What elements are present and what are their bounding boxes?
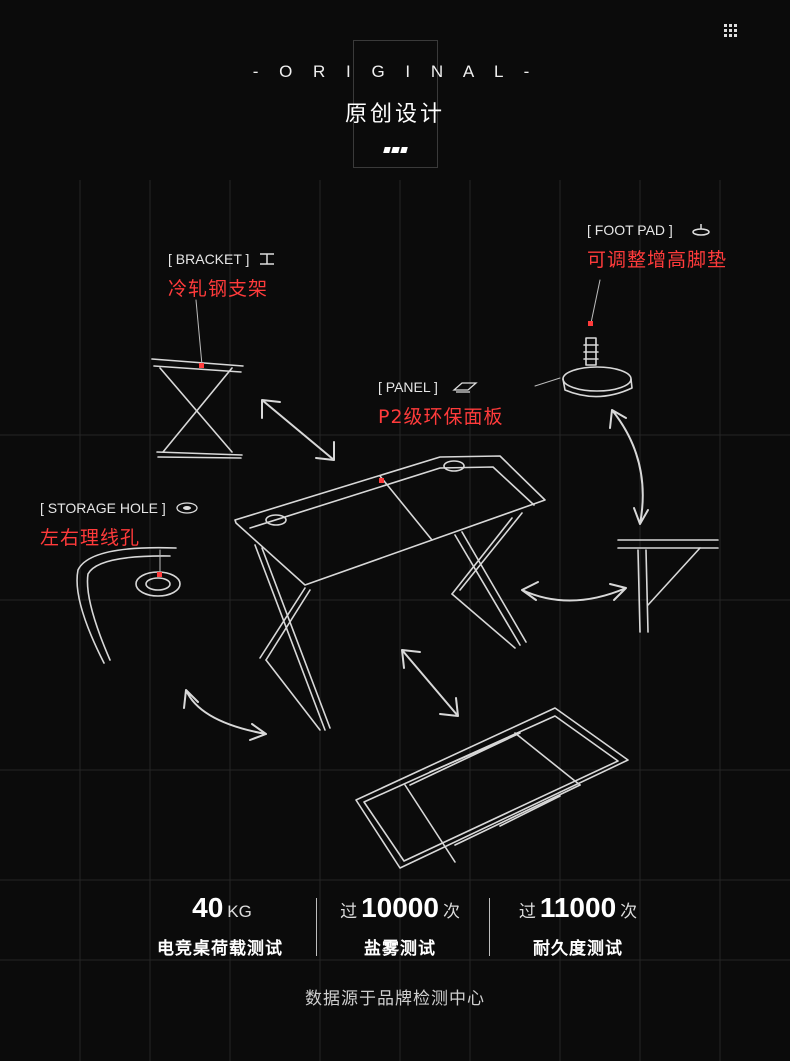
stat-durability-prefix: 过 (518, 902, 536, 921)
tag-storage-hole: [ STORAGE HOLE ] 左右理线孔 (40, 499, 198, 550)
stat-load-suffix: KG (227, 902, 252, 921)
foot-pad-sketch (562, 337, 633, 398)
stat-load-value: 40 (192, 892, 224, 923)
stat-load-label: 电竞桌荷载测试 (157, 939, 283, 959)
stat-durability-suffix: 次 (620, 902, 638, 921)
menu-grid-icon[interactable] (724, 24, 738, 38)
leg-corner-sketch (617, 539, 719, 633)
stat-divider (489, 898, 490, 956)
foot-pad-icon (692, 224, 710, 236)
stat-salt-prefix: 过 (340, 902, 358, 921)
tag-panel-en: [ PANEL ] (378, 379, 438, 395)
tag-foot-pad-cn: 可调整增高脚垫 (587, 249, 728, 271)
tag-bracket-en: [ BRACKET ] (168, 251, 250, 267)
i-beam-icon (260, 253, 275, 265)
tag-panel-cn: P2级环保面板 (378, 406, 504, 428)
assembly-arrows (183, 399, 649, 741)
storage-hole-sketch (76, 546, 181, 664)
data-source-note: 数据源于品牌检测中心 (305, 989, 485, 1009)
tag-foot-pad-en: [ FOOT PAD ] (587, 222, 673, 238)
tag-panel: [ PANEL ] P2级环保面板 (378, 378, 504, 429)
stat-salt-label: 盐雾测试 (364, 939, 436, 959)
tag-bracket-cn: 冷轧钢支架 (168, 278, 269, 300)
frame-sketch (355, 707, 629, 869)
header-title-cn: 原创设计 (344, 102, 445, 127)
stat-salt-value: 10000 (361, 892, 439, 923)
desk-sketch (234, 455, 546, 731)
header-frame (353, 40, 438, 168)
bracket-sketch (151, 358, 244, 459)
callout-dots (157, 321, 593, 577)
tag-bracket: [ BRACKET ] 冷轧钢支架 (168, 250, 275, 301)
tag-storage-hole-cn: 左右理线孔 (40, 527, 141, 549)
tag-foot-pad: [ FOOT PAD ] 可调整增高脚垫 (587, 221, 727, 272)
leader-lines (159, 279, 601, 576)
stat-durability-value: 11000 (539, 892, 617, 923)
tag-storage-hole-en: [ STORAGE HOLE ] (40, 500, 166, 516)
stat-durability-label: 耐久度测试 (533, 939, 623, 959)
stat-salt-suffix: 次 (442, 902, 460, 921)
panel-icon (452, 382, 478, 393)
stat-divider (316, 898, 317, 956)
header-title-en: - O R I G I N A L - (252, 62, 538, 81)
grommet-icon (176, 502, 198, 514)
